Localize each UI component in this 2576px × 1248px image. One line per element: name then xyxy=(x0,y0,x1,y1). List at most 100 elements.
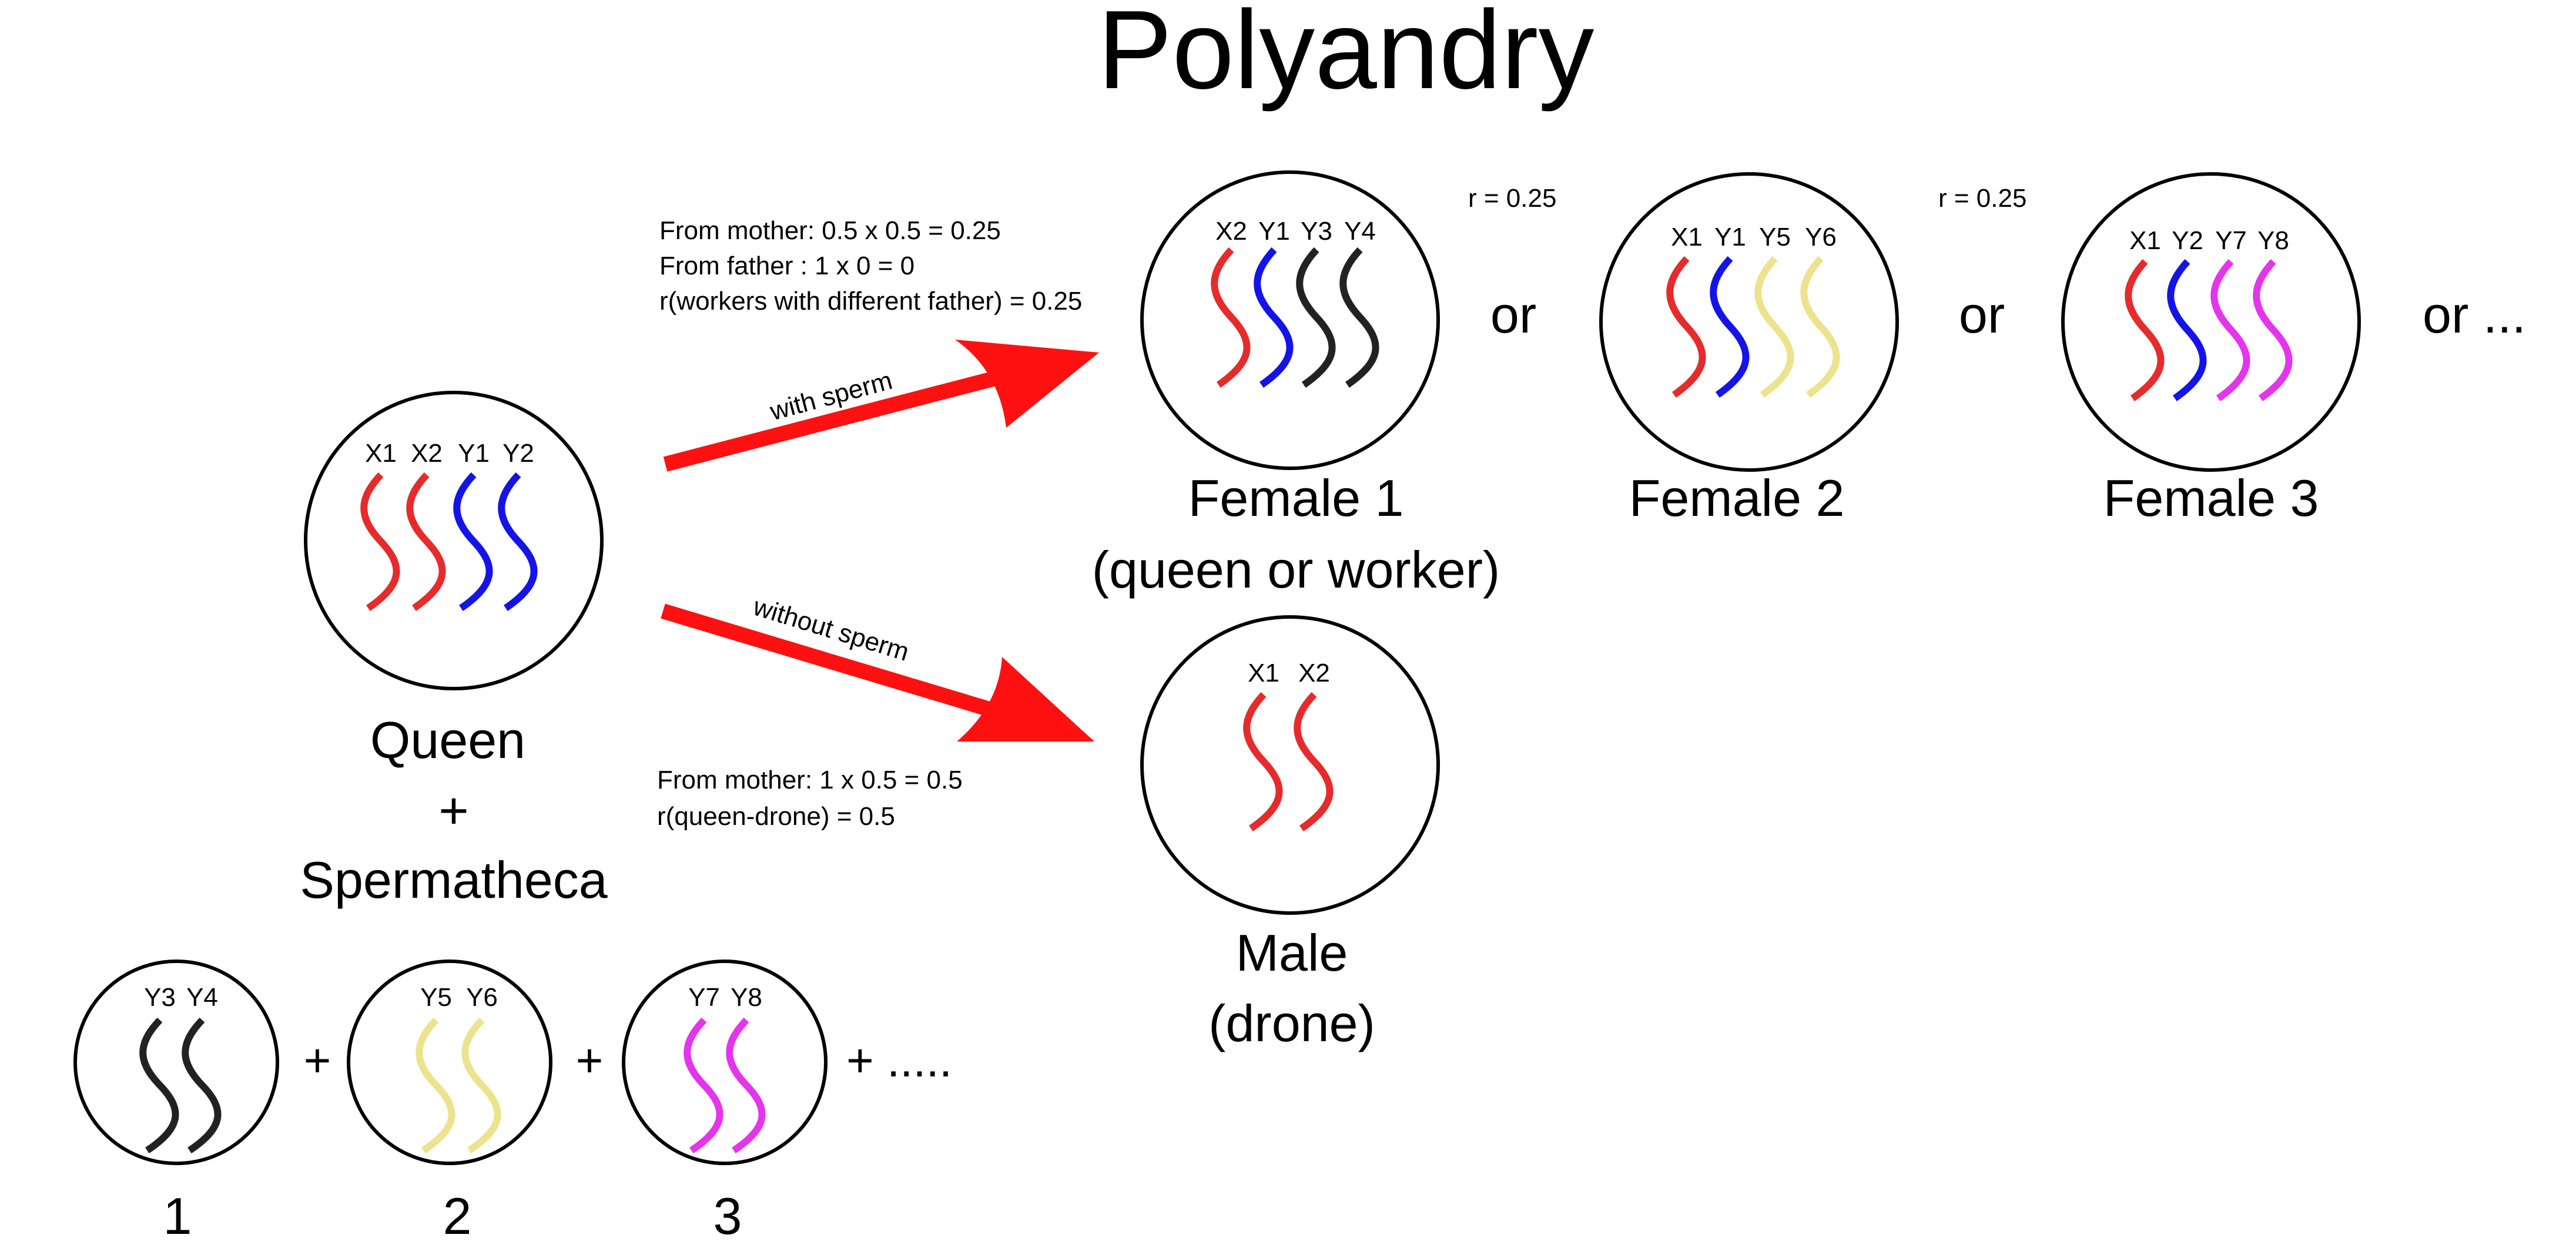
diagram-title: Polyandry xyxy=(1098,0,1594,112)
chromosome-y8 xyxy=(726,1017,766,1153)
chromosome-y5 xyxy=(1754,256,1794,398)
male-circle xyxy=(1140,615,1440,915)
chromosome-label: Y4 xyxy=(186,983,218,1012)
chromosome-label: Y4 xyxy=(1344,217,1376,246)
note-line: From mother: 1 x 0.5 = 0.5 xyxy=(657,766,963,794)
chromosome-label: Y1 xyxy=(458,439,490,468)
queen-circle xyxy=(304,391,604,690)
chromosome-x1 xyxy=(360,472,400,611)
chromosome-y7 xyxy=(2210,259,2250,401)
female-chromosomes xyxy=(1666,256,1840,398)
plus-more-sign: + ..... xyxy=(846,1034,952,1086)
female-relatedness-note: From mother: 0.5 x 0.5 = 0.25 From fathe… xyxy=(659,216,1082,316)
chromosome-label: Y6 xyxy=(1805,223,1837,251)
arrowhead xyxy=(955,340,1099,428)
arrow-shaft xyxy=(661,603,1001,720)
male-chromosomes xyxy=(1243,692,1334,831)
or-label: or xyxy=(1959,286,2005,344)
chromosome-label: Y3 xyxy=(144,983,176,1012)
chromosome-label: Y8 xyxy=(2257,226,2289,255)
chromosome-y6 xyxy=(461,1017,501,1153)
sperm-cell-1: Y3 Y4 xyxy=(73,960,279,1165)
chromosome-x2 xyxy=(406,472,446,611)
arrowhead xyxy=(957,657,1094,742)
sperm-circle xyxy=(73,960,279,1165)
chromosome-label: X2 xyxy=(411,439,443,468)
sperm-cell-2: Y5 Y6 xyxy=(347,960,552,1165)
female-chromosomes xyxy=(1211,247,1379,388)
chromosome-x2 xyxy=(1211,247,1251,388)
male-caption: Male xyxy=(1236,924,1348,982)
male-cell: X1 X2 xyxy=(1140,615,1440,915)
chromosome-label: X2 xyxy=(1215,217,1247,246)
or-more-label: or ... xyxy=(2423,286,2526,344)
chromosome-y5 xyxy=(416,1017,455,1153)
chromosome-label: X1 xyxy=(1248,659,1279,687)
chromosome-label: X1 xyxy=(2129,226,2161,255)
female-caption-role: (queen or worker) xyxy=(1092,541,1500,599)
female-circle xyxy=(2061,172,2361,472)
chromosome-y8 xyxy=(2253,259,2293,401)
relatedness-label: r = 0.25 xyxy=(1468,184,1556,213)
chromosome-label: Y1 xyxy=(1258,217,1290,246)
note-line: r(queen-drone) = 0.5 xyxy=(657,802,895,831)
chromosome-y2 xyxy=(498,472,538,611)
plus-sign: + xyxy=(304,1034,331,1086)
queen-chromosomes xyxy=(360,472,538,611)
queen-cell: X1 X2 Y1 Y2 xyxy=(304,391,604,690)
chromosome-y1 xyxy=(1254,247,1294,388)
chromosome-label: Y5 xyxy=(1759,223,1791,251)
sperm-cell-3: Y7 Y8 xyxy=(622,960,828,1165)
sperm-chromosomes xyxy=(684,1017,766,1153)
sperm-circle xyxy=(622,960,828,1165)
sperm-chromosomes xyxy=(416,1017,501,1153)
chromosome-label: X1 xyxy=(1671,223,1703,251)
chromosome-label: Y2 xyxy=(503,439,534,468)
chromosome-label: Y3 xyxy=(1301,217,1332,246)
or-label: or xyxy=(1490,286,1536,344)
note-line: From mother: 0.5 x 0.5 = 0.25 xyxy=(659,216,1001,245)
chromosome-label: Y8 xyxy=(731,983,762,1012)
chromosome-label: X2 xyxy=(1298,659,1330,687)
sperm-caption: 1 xyxy=(163,1187,192,1245)
queen-caption: Queen xyxy=(370,711,525,769)
chromosome-y6 xyxy=(1800,256,1840,398)
female-circle xyxy=(1140,170,1440,470)
chromosome-x1 xyxy=(1666,256,1706,398)
chromosome-label: Y7 xyxy=(688,983,720,1012)
chromosome-label: X1 xyxy=(365,439,397,468)
chromosome-label: Y1 xyxy=(1714,223,1746,251)
chromosome-y2 xyxy=(2167,259,2207,401)
chromosome-y4 xyxy=(1339,247,1379,388)
sperm-caption: 2 xyxy=(443,1187,472,1245)
chromosome-y7 xyxy=(684,1017,723,1153)
sperm-chromosomes xyxy=(139,1017,222,1153)
plus-sign: + xyxy=(576,1034,604,1086)
chromosome-x2 xyxy=(1294,692,1334,831)
female-caption: Female 3 xyxy=(2103,469,2319,527)
chromosome-y3 xyxy=(1296,247,1336,388)
relatedness-label: r = 0.25 xyxy=(1938,184,2026,213)
chromosome-y1 xyxy=(453,472,493,611)
queen-caption-plus: + xyxy=(438,781,468,840)
note-line: From father : 1 x 0 = 0 xyxy=(659,251,915,280)
queen-chromosome-labels: X1 X2 Y1 Y2 xyxy=(365,439,534,468)
chromosome-y4 xyxy=(182,1017,222,1153)
female-cell-2: X1 Y1 Y5 Y6 xyxy=(1599,172,1899,472)
female-circle xyxy=(1599,172,1899,472)
chromosome-label: Y6 xyxy=(466,983,498,1012)
arrow-shaft xyxy=(663,370,1001,472)
arrow-without-sperm xyxy=(661,603,1094,742)
chromosome-label: Y7 xyxy=(2215,226,2247,255)
male-relatedness-note: From mother: 1 x 0.5 = 0.5 r(queen-drone… xyxy=(657,766,963,831)
chromosome-x1 xyxy=(2125,259,2165,401)
spermatheca-caption: Spermatheca xyxy=(300,851,607,909)
sperm-caption: 3 xyxy=(713,1187,742,1245)
arrow-with-sperm xyxy=(663,340,1099,472)
chromosome-label: Y2 xyxy=(2172,226,2203,255)
female-chromosomes xyxy=(2125,259,2293,401)
chromosome-label: Y5 xyxy=(420,983,452,1012)
chromosome-x1 xyxy=(1243,692,1283,831)
note-line: r(workers with different father) = 0.25 xyxy=(659,287,1082,316)
